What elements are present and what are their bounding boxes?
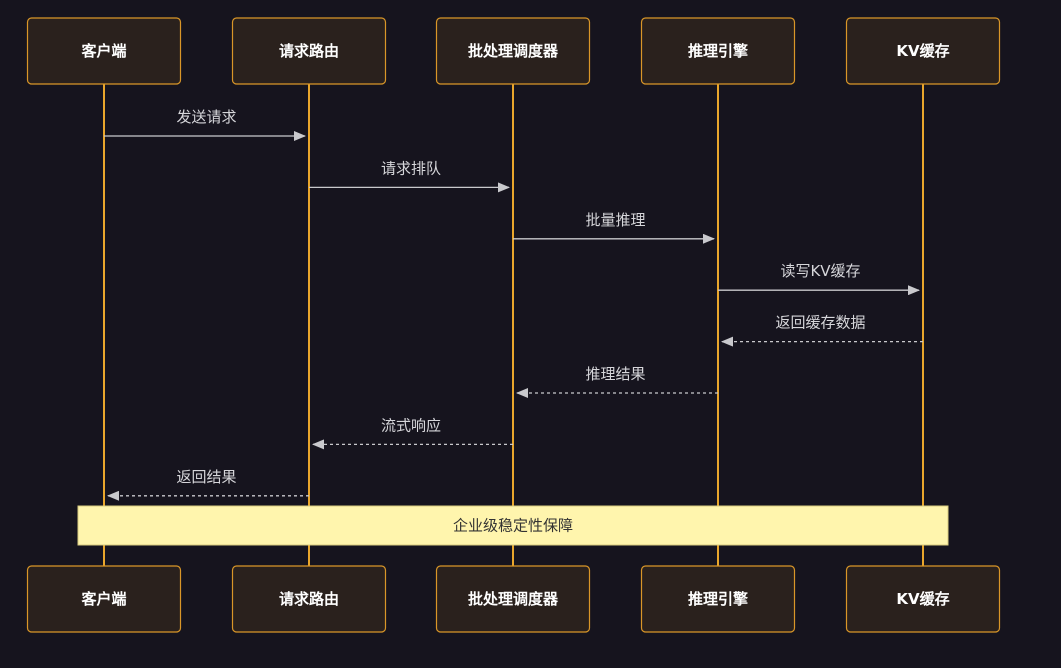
participant-label: 客户端 xyxy=(80,42,126,60)
participant-engine-top: 推理引擎 xyxy=(640,17,796,85)
note-box xyxy=(77,505,949,546)
participant-box xyxy=(640,17,796,85)
participant-scheduler-bottom: 批处理调度器 xyxy=(435,565,591,633)
message-7: 流式响应 xyxy=(312,416,513,450)
participant-router-bottom: 请求路由 xyxy=(231,565,387,633)
participant-label: 推理引擎 xyxy=(688,42,748,60)
message-label: 请求排队 xyxy=(381,159,441,177)
note-over-participants: 企业级稳定性保障 xyxy=(77,505,949,546)
participant-label: KV缓存 xyxy=(896,42,949,60)
participant-box xyxy=(435,17,591,85)
lifelines xyxy=(103,84,924,566)
participant-label: KV缓存 xyxy=(896,590,949,608)
message-1: 发送请求 xyxy=(104,108,306,141)
participant-box xyxy=(845,565,1001,633)
message-label: 流式响应 xyxy=(381,416,441,434)
message-label: 发送请求 xyxy=(176,108,236,126)
participant-box xyxy=(640,565,796,633)
participant-label: 请求路由 xyxy=(279,590,339,608)
message-label: 返回缓存数据 xyxy=(775,314,865,332)
participant-engine-bottom: 推理引擎 xyxy=(640,565,796,633)
participant-box xyxy=(26,565,182,633)
participant-scheduler-top: 批处理调度器 xyxy=(435,17,591,85)
participant-label: 批处理调度器 xyxy=(468,42,559,60)
message-3: 批量推理 xyxy=(513,211,715,244)
participant-box xyxy=(26,17,182,85)
message-6: 推理结果 xyxy=(516,365,718,398)
note-label: 企业级稳定性保障 xyxy=(453,517,573,535)
participant-box xyxy=(231,565,387,633)
message-5: 返回缓存数据 xyxy=(721,314,923,347)
participant-box xyxy=(435,565,591,633)
participant-label: 推理引擎 xyxy=(688,590,748,608)
participant-client-bottom: 客户端 xyxy=(26,565,182,633)
note: 企业级稳定性保障 xyxy=(77,505,949,546)
participant-box xyxy=(845,17,1001,85)
participants-bottom: 客户端 请求路由 批处理调度器 推理引擎 KV缓存 xyxy=(26,565,1001,633)
participant-kvcache-top: KV缓存 xyxy=(845,17,1001,85)
message-2: 请求排队 xyxy=(309,159,510,193)
message-label: 读写KV缓存 xyxy=(780,262,860,280)
participant-label: 客户端 xyxy=(80,590,126,608)
participant-router-top: 请求路由 xyxy=(231,17,387,85)
participant-box xyxy=(231,17,387,85)
message-8: 返回结果 xyxy=(107,468,309,501)
message-label: 推理结果 xyxy=(585,365,645,383)
participant-client-top: 客户端 xyxy=(26,17,182,85)
message-label: 批量推理 xyxy=(585,211,645,229)
participant-label: 请求路由 xyxy=(279,42,339,60)
participant-label: 批处理调度器 xyxy=(468,590,559,608)
participant-kvcache-bottom: KV缓存 xyxy=(845,565,1001,633)
participants-top: 客户端 请求路由 批处理调度器 推理引擎 KV缓存 xyxy=(26,17,1001,85)
message-4: 读写KV缓存 xyxy=(718,262,920,296)
message-label: 返回结果 xyxy=(176,468,236,486)
